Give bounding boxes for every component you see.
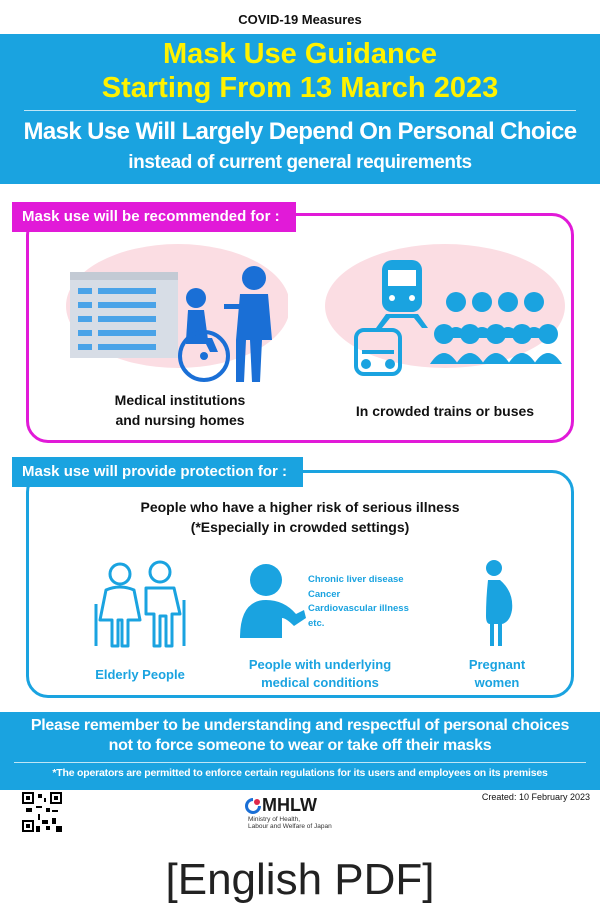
- elderly-caption: Elderly People: [95, 667, 185, 682]
- underlying-caption-line2: medical conditions: [261, 675, 379, 690]
- mhlw-logo-icon: [245, 798, 261, 814]
- conditions-list: Chronic liver disease Cancer Cardiovascu…: [308, 573, 428, 631]
- recommended-box: [26, 213, 574, 443]
- pregnant-caption: Pregnant women: [447, 656, 547, 692]
- qr-code-icon[interactable]: [22, 792, 62, 832]
- medical-caption-line2: and nursing homes: [115, 412, 245, 428]
- pregnant-icon: [486, 560, 513, 646]
- subtitle-line-1: Mask Use Will Largely Depend On Personal…: [23, 118, 577, 145]
- hospital-building-icon: [70, 272, 178, 358]
- medical-caption-line1: Medical institutions: [114, 392, 246, 408]
- recommended-tag: Mask use will be recommended for :: [12, 202, 296, 232]
- title-line-1: Mask Use Guidance: [163, 38, 437, 70]
- created-date: Created: 10 February 2023: [481, 792, 590, 802]
- condition-item: etc.: [308, 617, 325, 629]
- underlying-caption-line1: People with underlying: [248, 657, 392, 672]
- protection-intro: People who have a higher risk of serious…: [0, 497, 600, 537]
- wheelchair-icon: [178, 288, 230, 382]
- subtitle-line-2: instead of current general requirements: [128, 152, 472, 173]
- medical-illustration: [66, 244, 288, 382]
- underlying-caption: People with underlying medical condition…: [220, 656, 420, 692]
- footer-divider: [14, 762, 586, 763]
- ministry-name: Ministry of Health, Labour and Welfare o…: [248, 816, 332, 830]
- protection-tag: Mask use will provide protection for :: [12, 457, 304, 487]
- operators-note: *The operators are permitted to enforce …: [52, 767, 548, 779]
- train-icon: [376, 260, 428, 328]
- elderly-icon: [94, 560, 186, 648]
- ministry-line1: Ministry of Health,: [248, 816, 301, 823]
- transport-caption: In crowded trains or buses: [355, 403, 535, 419]
- crowd-icon: [430, 292, 562, 364]
- title-line-2: Starting From 13 March 2023: [101, 72, 499, 104]
- condition-item: Cancer: [308, 588, 341, 600]
- pregnant-caption-line2: women: [474, 675, 520, 690]
- remember-line-2: not to force someone to wear or take off…: [108, 737, 492, 754]
- english-pdf-link[interactable]: [English PDF]: [165, 855, 435, 904]
- protection-intro-line1: People who have a higher risk of serious…: [140, 499, 460, 515]
- header-banner: [0, 34, 600, 184]
- underlying-condition-icon: [240, 564, 306, 638]
- pregnant-caption-line1: Pregnant: [468, 657, 526, 672]
- ministry-line2: Labour and Welfare of Japan: [248, 823, 332, 830]
- protection-intro-line2: (*Especially in crowded settings): [190, 519, 410, 535]
- mhlw-logo-text: MHLW: [262, 795, 317, 815]
- remember-line-1: Please remember to be understanding and …: [30, 717, 570, 734]
- condition-item: Cardiovascular illness: [308, 603, 409, 614]
- caregiver-icon: [224, 266, 272, 382]
- transport-illustration: [325, 244, 565, 376]
- header-divider: [24, 110, 576, 111]
- footer-banner: [0, 712, 600, 790]
- condition-item: Chronic liver disease: [308, 574, 404, 585]
- bus-icon: [354, 328, 402, 376]
- top-label: COVID-19 Measures: [238, 12, 362, 27]
- medical-caption: Medical institutions and nursing homes: [70, 390, 290, 430]
